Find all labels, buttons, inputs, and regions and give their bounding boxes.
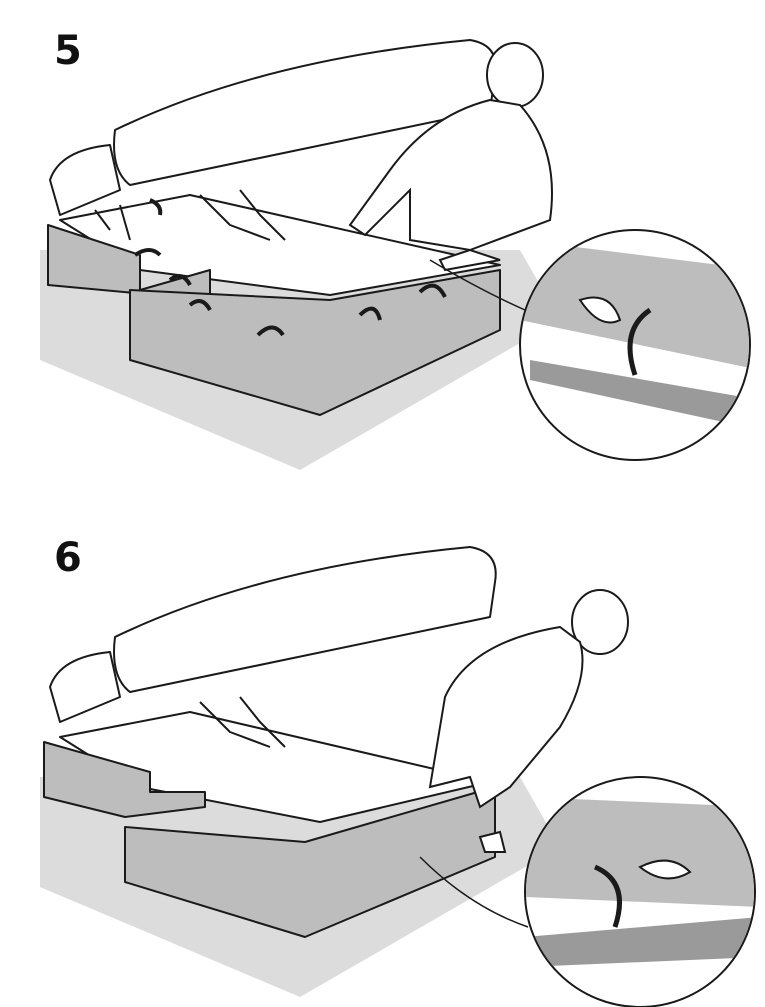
arrow-icon <box>593 864 622 928</box>
backrest <box>49 651 121 723</box>
step-number-6: 6 <box>54 535 82 581</box>
mechanism-arm <box>199 696 286 748</box>
velcro-strip <box>530 360 749 430</box>
step-number-5: 5 <box>54 28 82 74</box>
magnifier-detail <box>429 229 751 461</box>
velcro-strip <box>526 917 754 967</box>
sofa-base-right <box>124 786 496 938</box>
backrest <box>49 144 121 216</box>
mechanism-arm <box>199 189 286 241</box>
open-lid <box>113 546 497 693</box>
arrow-icon <box>627 307 652 376</box>
step-6-illustration <box>40 546 756 1007</box>
person-figure <box>348 42 553 272</box>
magnifier-detail <box>419 776 756 1007</box>
person-figure <box>428 589 629 853</box>
sofa-base-right <box>129 269 501 416</box>
mechanism-arm-left <box>94 204 131 241</box>
arrow-icons <box>133 198 447 337</box>
sofa-base-left <box>43 741 206 818</box>
step-5-illustration <box>40 39 751 470</box>
sofa-base-left <box>47 224 211 301</box>
